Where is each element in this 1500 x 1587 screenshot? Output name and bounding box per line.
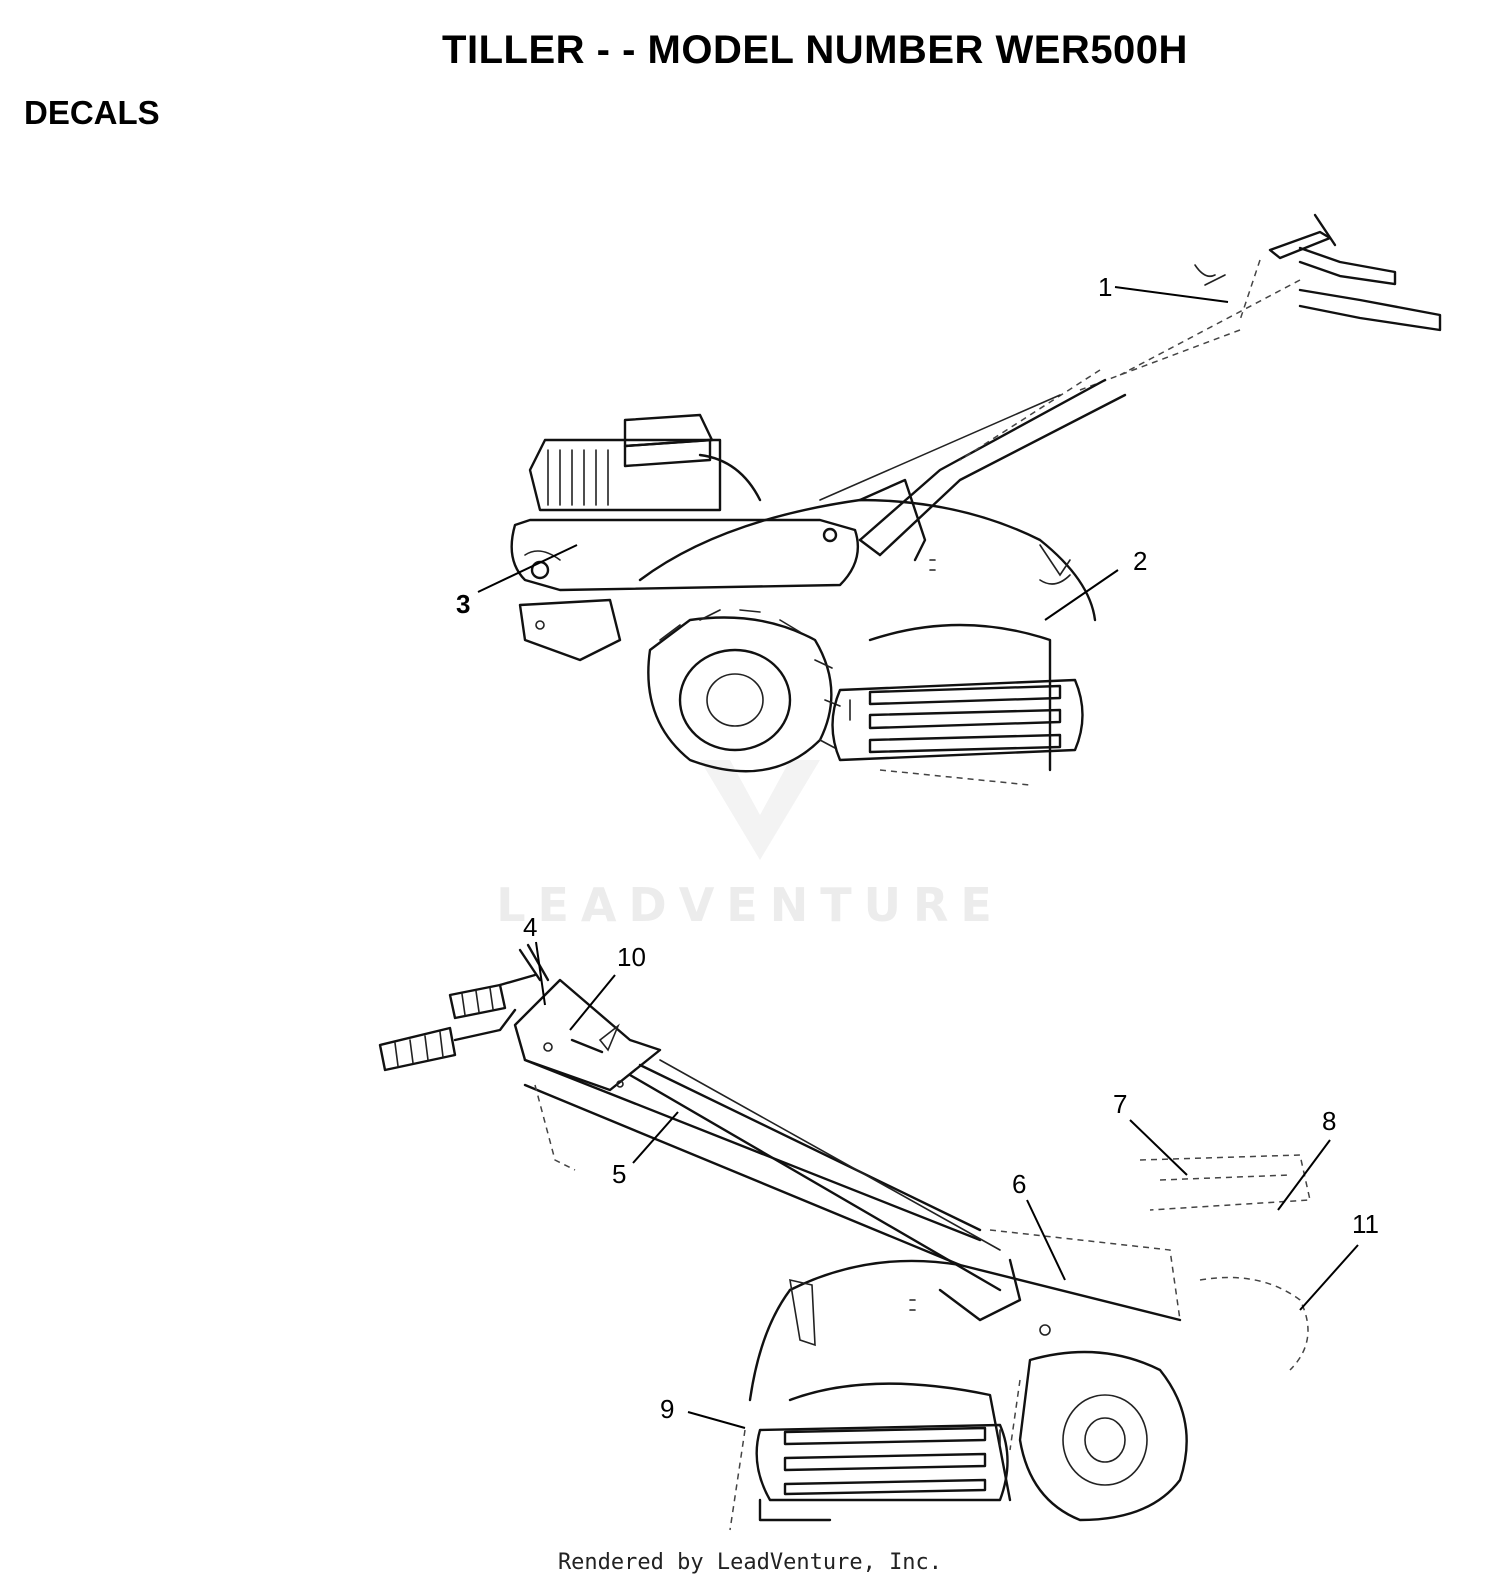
footer-credit: Rendered by LeadVenture, Inc. [557,1550,943,1575]
watermark-text: LEADVENTURE [496,878,1004,932]
top-tiller-illustration [510,213,1442,786]
callout-11: 11 [1352,1209,1379,1239]
page-title: TILLER - - MODEL NUMBER WER500H [442,28,1188,72]
callout-7: 7 [1113,1089,1127,1119]
watermark-logo [700,760,820,860]
callout-6: 6 [1012,1169,1026,1199]
section-heading: DECALS [24,94,160,131]
callout-9: 9 [660,1394,674,1424]
bottom-callouts: 4 10 5 6 7 8 11 9 [523,912,1379,1429]
top-callouts: 1 2 3 [456,272,1229,621]
callout-8: 8 [1322,1106,1336,1136]
callout-2: 2 [1133,546,1147,576]
callout-10: 10 [617,942,646,972]
callout-5: 5 [612,1159,626,1189]
callout-1: 1 [1098,272,1112,302]
callout-4: 4 [523,912,537,942]
callout-3: 3 [456,589,470,619]
bottom-tiller-illustration [378,943,1311,1531]
